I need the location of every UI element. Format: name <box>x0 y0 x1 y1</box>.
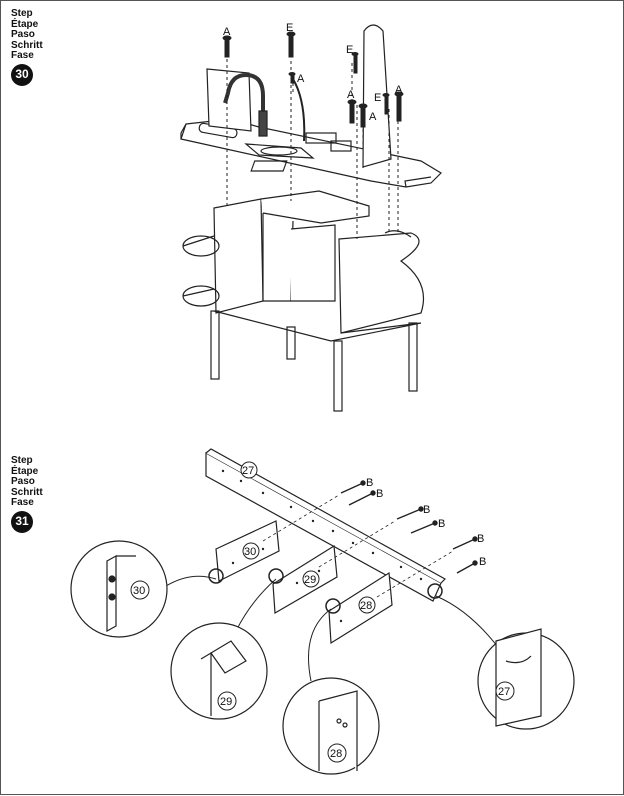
faucet <box>223 72 265 136</box>
hardware-label-b: B <box>479 556 486 568</box>
step-30-diagram: A E A E A A E A <box>180 22 442 412</box>
part-number-30: 30 <box>244 546 256 558</box>
step-number-badge: 31 <box>11 510 33 533</box>
detail-part-number-27: 27 <box>498 686 510 698</box>
screw <box>394 91 404 122</box>
part-number-28: 28 <box>360 600 372 612</box>
hardware-label-a: A <box>395 84 403 96</box>
screw <box>351 52 359 74</box>
detail-callout-28 <box>282 677 380 775</box>
step-label-fr: Étape <box>11 465 39 477</box>
panel-27 <box>205 451 442 602</box>
hardware-label-a: A <box>369 111 377 123</box>
stove-burner <box>250 160 288 172</box>
step-label-es: Paso <box>11 476 35 487</box>
step-label-en: Step <box>11 455 33 466</box>
screw <box>396 506 424 520</box>
hardware-label-a: A <box>347 89 355 101</box>
step-number-badge: 30 <box>11 63 33 86</box>
detail-callout-27 <box>477 632 575 730</box>
screw <box>456 560 478 574</box>
leg <box>408 322 418 392</box>
step-label-it: Fase <box>11 50 34 61</box>
screw <box>348 490 376 506</box>
screw <box>286 31 296 58</box>
detail-callout-29 <box>170 622 268 720</box>
hardware-label-e: E <box>346 44 353 56</box>
hardware-label-e: E <box>286 22 293 34</box>
hardware-label-b: B <box>423 504 430 516</box>
detail-part-number-28: 28 <box>330 748 342 760</box>
step-31-header: Step Étape Paso Schritt Fase 31 <box>11 455 43 533</box>
cabinet-front <box>213 198 264 314</box>
hardware-label-e: E <box>374 92 381 104</box>
leg <box>286 326 296 360</box>
right-side-panel <box>338 232 425 334</box>
panel-30 <box>215 520 280 582</box>
screw <box>340 480 366 494</box>
right-tall-panel <box>362 24 392 168</box>
leg <box>210 310 220 380</box>
leg <box>333 340 343 412</box>
step-label-es: Paso <box>11 29 35 40</box>
hardware-label-b: B <box>366 477 373 489</box>
screw <box>288 72 296 84</box>
step-label-de: Schritt <box>11 486 43 498</box>
detail-callout-30 <box>70 540 168 638</box>
step-label-fr: Étape <box>11 18 39 30</box>
screw <box>222 35 232 58</box>
step-30-header: Step Étape Paso Schritt Fase 30 <box>11 8 43 86</box>
left-back-panel <box>206 68 252 132</box>
screw <box>382 93 390 115</box>
panel-28 <box>328 571 393 645</box>
screw <box>410 520 438 534</box>
hardware-label-b: B <box>477 533 484 545</box>
detail-part-number-29: 29 <box>220 696 232 708</box>
part-number-29: 29 <box>304 574 316 586</box>
step-label-en: Step <box>11 8 33 19</box>
countertop <box>180 118 442 188</box>
screw <box>452 536 478 550</box>
part-number-27: 27 <box>242 465 254 477</box>
detail-part-number-30: 30 <box>133 585 145 597</box>
step-label-de: Schritt <box>11 39 43 51</box>
hardware-label-b: B <box>376 488 383 500</box>
hardware-label-a: A <box>297 73 305 85</box>
step-label-it: Fase <box>11 497 34 508</box>
screw <box>358 103 368 128</box>
screw <box>347 99 357 124</box>
hardware-label-b: B <box>438 518 445 530</box>
panel-29 <box>272 544 338 615</box>
hardware-label-a: A <box>223 26 231 38</box>
left-shelf-top <box>182 235 220 257</box>
